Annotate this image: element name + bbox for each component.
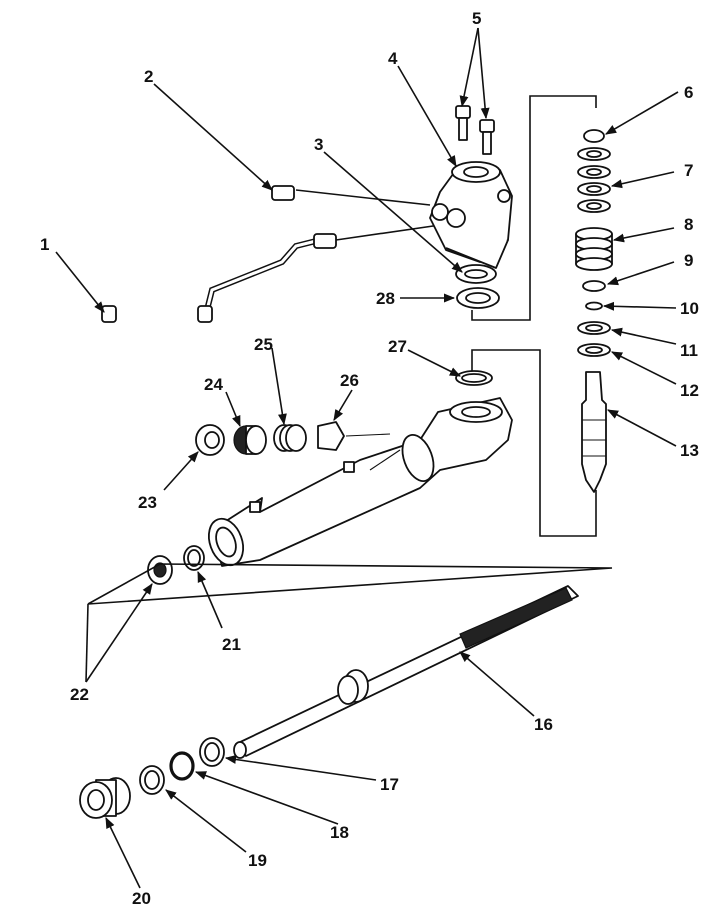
- stack-seal-12: [577, 343, 611, 357]
- fluid-line-1: [100, 185, 295, 323]
- callout-22: 22: [70, 685, 89, 704]
- callout-labels: 1 2 3 4 5 6 7 8 9 10 11 12 13 16 17 18 1…: [40, 9, 699, 908]
- callout-21: 21: [222, 635, 241, 654]
- seal-22: [147, 555, 173, 585]
- stack-spring-8: [575, 227, 613, 271]
- group-bracket-upper: [471, 95, 597, 321]
- snap-ring-18: [169, 751, 195, 781]
- pinion-shaft: [581, 371, 607, 493]
- end-cap-20: [79, 777, 131, 819]
- callout-9: 9: [684, 251, 693, 270]
- callout-18: 18: [330, 823, 349, 842]
- callout-28: 28: [376, 289, 395, 308]
- callout-26: 26: [340, 371, 359, 390]
- ring-21: [183, 545, 205, 571]
- seal-17: [199, 737, 225, 767]
- group-bracket-rack: [87, 563, 613, 605]
- callout-20: 20: [132, 889, 151, 908]
- callout-12: 12: [680, 381, 699, 400]
- callout-11: 11: [680, 341, 698, 360]
- adjuster-24: [233, 425, 267, 455]
- stack-bearings-7: [577, 147, 611, 213]
- bushing-19: [139, 765, 165, 795]
- valve-body: [429, 161, 513, 269]
- callout-23: 23: [138, 493, 157, 512]
- spring-25: [273, 424, 307, 452]
- callout-16: 16: [534, 715, 553, 734]
- callout-5: 5: [472, 9, 481, 28]
- fluid-line-2: [197, 233, 337, 323]
- callout-19: 19: [248, 851, 267, 870]
- rack-guide-26: [317, 421, 391, 451]
- callout-8: 8: [684, 215, 693, 234]
- rack-shaft: [233, 585, 579, 759]
- callout-17: 17: [380, 775, 399, 794]
- seal-28: [456, 287, 500, 309]
- callout-27: 27: [388, 337, 407, 356]
- callout-6: 6: [684, 83, 693, 102]
- callout-4: 4: [388, 49, 398, 68]
- locknut-23: [195, 424, 225, 456]
- callout-3: 3: [314, 135, 323, 154]
- leader-lines: [55, 27, 679, 889]
- stack-ring-10: [585, 301, 603, 311]
- stack-nut-6: [583, 129, 605, 143]
- callout-24: 24: [204, 375, 223, 394]
- callout-7: 7: [684, 161, 693, 180]
- stack-seal-11: [577, 321, 611, 335]
- stack-washer-9: [582, 280, 606, 292]
- bolts: [455, 105, 495, 155]
- callout-25: 25: [254, 335, 273, 354]
- rack-housing: [207, 397, 513, 567]
- callout-2: 2: [144, 67, 153, 86]
- callout-1: 1: [40, 235, 49, 254]
- callout-10: 10: [680, 299, 699, 318]
- o-ring-27: [455, 370, 493, 386]
- group-bracket-lower: [471, 349, 597, 537]
- seal-3: [455, 264, 497, 284]
- callout-13: 13: [680, 441, 699, 460]
